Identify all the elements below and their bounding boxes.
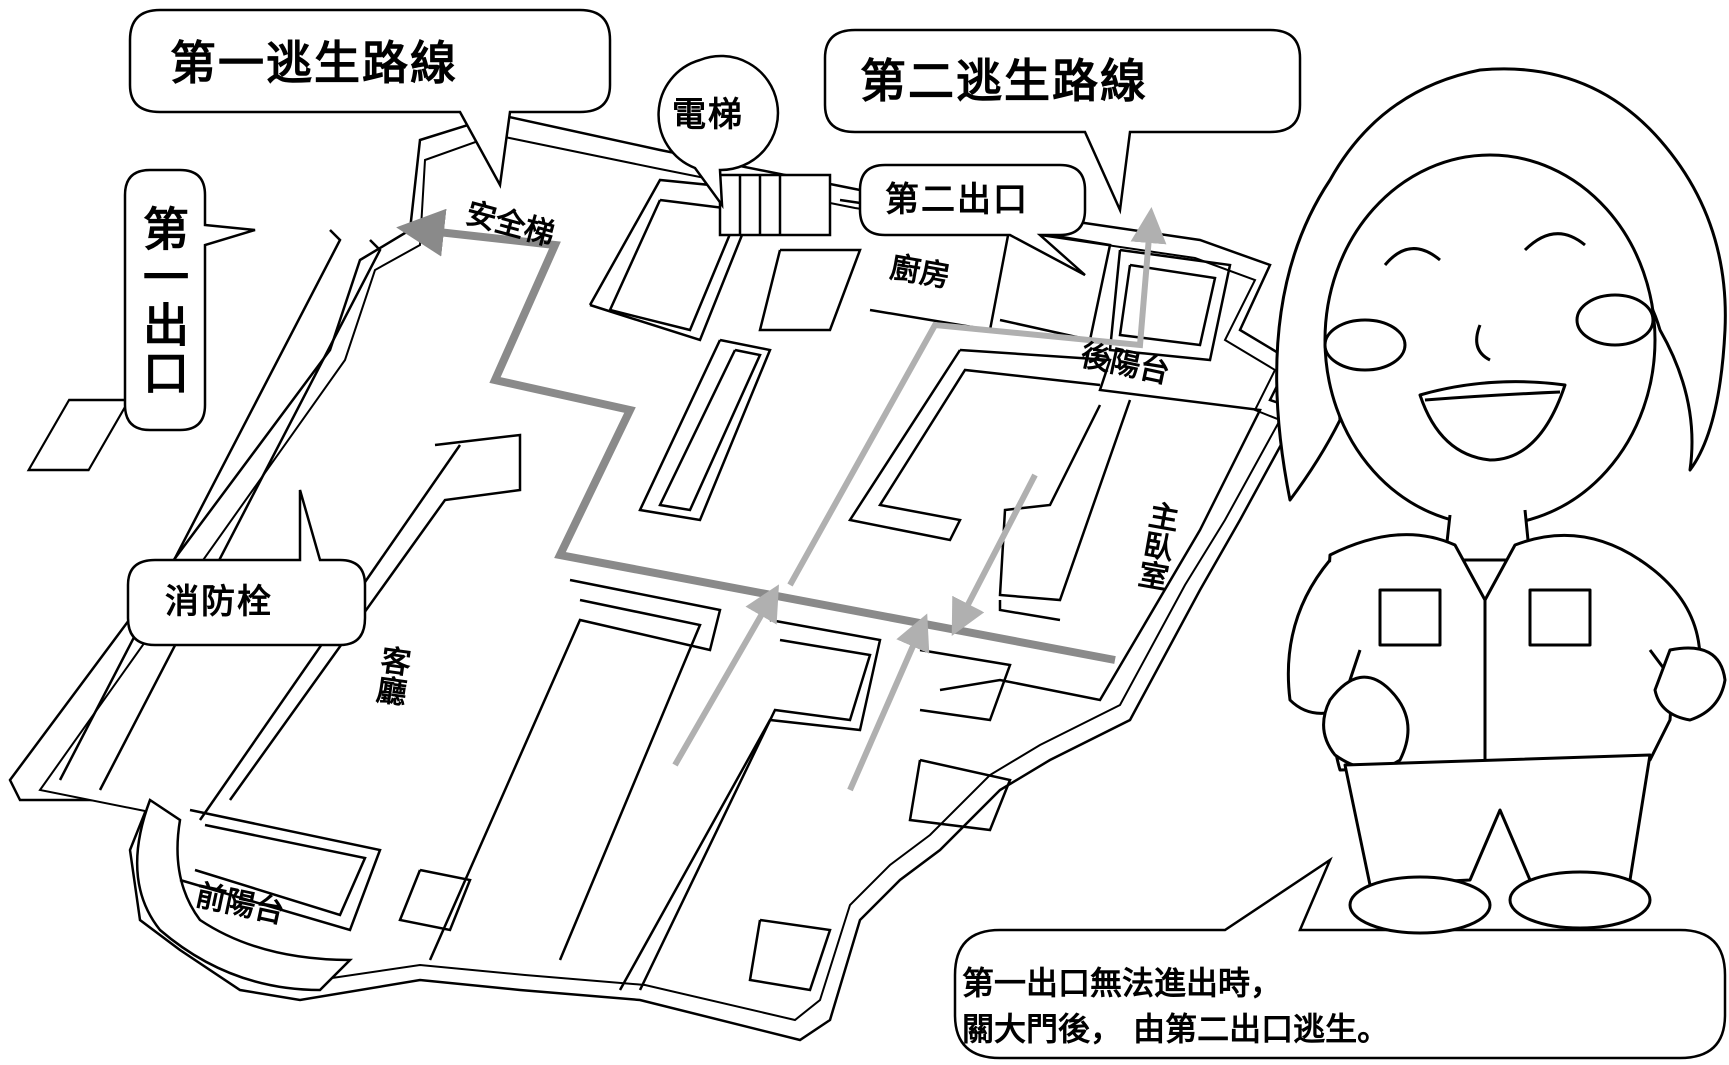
bathroom-wall: [758, 248, 862, 332]
guide-left-cheek: [1323, 318, 1407, 372]
living-closet: [398, 868, 472, 932]
elevator-bubble: [657, 54, 780, 210]
front-balcony-inner: [194, 823, 367, 917]
floor-plan: [8, 113, 1302, 1042]
room-south-2-inner: [638, 638, 872, 991]
room-south-1: [428, 578, 722, 961]
route-two-arrow-a: [787, 207, 1167, 587]
elevator-shaft: [718, 173, 832, 237]
master-bedroom-wall: [939, 348, 1262, 702]
bathroom-partition: [638, 338, 772, 522]
guide-left-pocket: [1378, 588, 1442, 647]
stair-block-inner: [608, 198, 742, 332]
back-balcony-inner: [1118, 263, 1217, 347]
guide-open-hand: [1653, 646, 1727, 722]
route-two-arrow-d: [951, 473, 1038, 636]
guide-left-eye: [1383, 247, 1441, 266]
exit-two-label: 第二出口: [885, 180, 1029, 220]
route-two-arrow-b: [672, 584, 779, 767]
guide-teeth: [1424, 390, 1561, 402]
south-door-block: [748, 918, 832, 992]
room-living: 客廳: [368, 642, 413, 708]
exit-one-bubble: [123, 168, 256, 432]
exit-two-bubble: [858, 163, 1087, 277]
route-one-arrow: [396, 208, 1116, 664]
room-south-1-inner: [558, 598, 702, 961]
living-partition: [228, 433, 522, 801]
hydrant-label: 消防栓: [165, 582, 273, 622]
guide-pants: [1343, 753, 1652, 887]
guide-left-arm: [1286, 559, 1362, 715]
route-one-bubble: [128, 8, 612, 189]
route-two-arrow-c: [847, 613, 930, 792]
guide-thumbs-up-hand: [1322, 675, 1410, 771]
room-south-3-inner: [908, 758, 1012, 832]
route-two-label: 第二逃生路線: [860, 54, 1148, 108]
elevator-label: 電梯: [672, 95, 744, 135]
escape-note-line2: 關大門後， 由第二出口逃生。: [962, 1010, 1390, 1048]
guide-nose: [1475, 324, 1491, 362]
front-balcony-arc: [135, 798, 354, 992]
guide-mouth: [1418, 380, 1567, 462]
back-balcony-wall: [1108, 248, 1232, 362]
bedroom-door-wall: [998, 600, 1061, 622]
guide-neck: [1443, 509, 1532, 562]
escape-note-line1: 第一出口無法進出時，: [962, 964, 1283, 1002]
room-south-2: [618, 618, 882, 991]
guide-left-shoe: [1348, 875, 1492, 935]
guide-right-pocket: [1528, 588, 1592, 647]
master-bedroom-closet: [847, 349, 1101, 542]
front-balcony-wall: [179, 808, 382, 932]
callouts: [123, 8, 1727, 1060]
hydrant-bubble: [126, 489, 367, 647]
master-bedroom-inner-wall: [998, 399, 1132, 602]
bathroom-partition-inner: [658, 348, 762, 512]
escape-note: 第一出口無法進出時， 關大門後， 由第二出口逃生。: [962, 960, 1389, 1052]
firefighter-guide-illustration: [1275, 67, 1727, 935]
kitchen-inner: [999, 228, 1112, 342]
route-two-bubble: [823, 28, 1302, 215]
guide-right-eye: [1523, 232, 1586, 252]
route-one-label: 第一逃生路線: [170, 36, 458, 90]
escape-note-bubble: [953, 856, 1727, 1060]
guide-right-cheek: [1575, 293, 1655, 347]
guide-right-shoe: [1508, 870, 1652, 930]
exit-one-label: 第一出口: [136, 205, 190, 397]
window-frame: [26, 398, 132, 472]
room-south-3: [919, 648, 1012, 722]
escape-routes: [396, 207, 1167, 792]
